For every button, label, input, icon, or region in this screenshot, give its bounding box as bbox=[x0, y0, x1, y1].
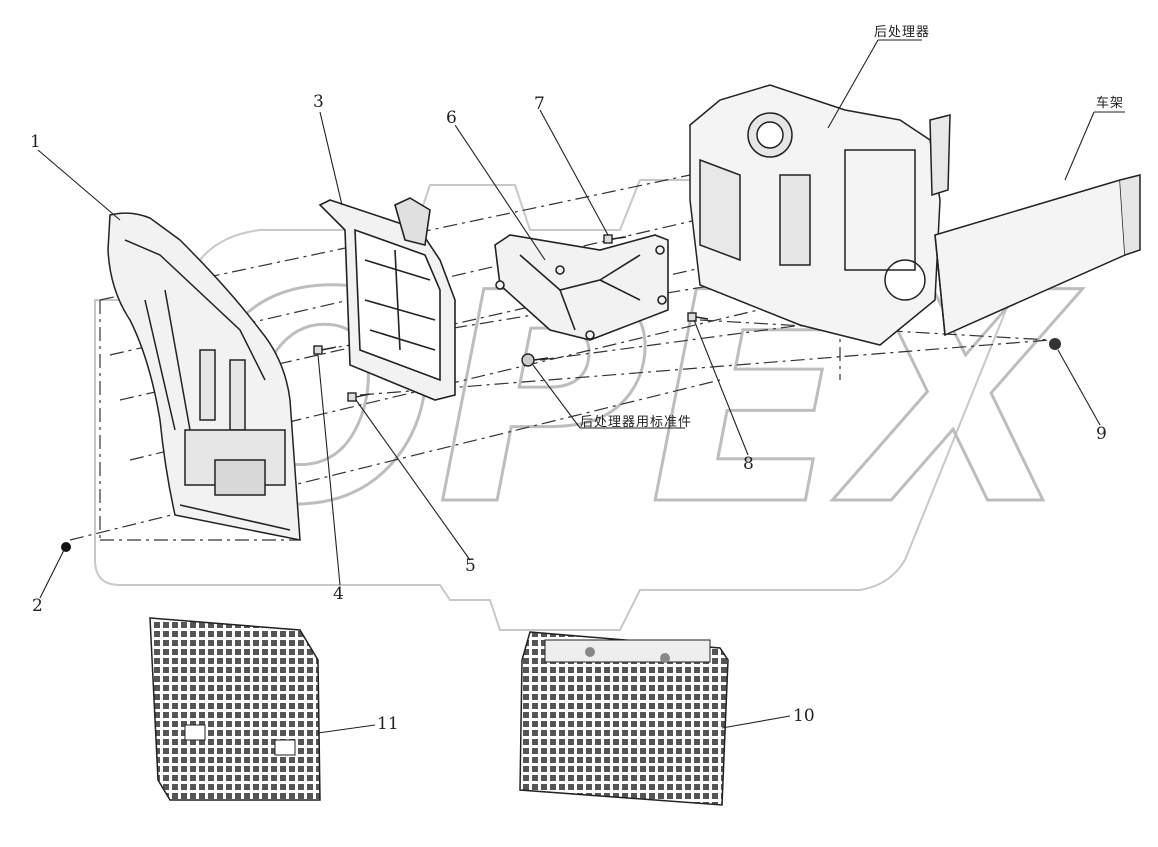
part-2-nut bbox=[61, 542, 71, 552]
callout-4: 4 bbox=[333, 584, 344, 604]
part-5-bolt bbox=[347, 392, 371, 402]
part-6-mount-bracket bbox=[494, 234, 669, 341]
callout-5: 5 bbox=[465, 556, 476, 576]
part-9-nut bbox=[1049, 338, 1061, 350]
callout-6: 6 bbox=[446, 108, 457, 128]
part-4-bolt bbox=[313, 345, 337, 355]
label-frame: 车架 bbox=[1096, 96, 1125, 111]
callout-1: 1 bbox=[30, 132, 41, 152]
part-10-mesh-panel bbox=[519, 631, 729, 806]
label-standard-parts: 后处理器用标准件 bbox=[580, 415, 693, 430]
part-1-fender bbox=[107, 212, 301, 541]
callout-3: 3 bbox=[313, 92, 324, 112]
callout-2: 2 bbox=[32, 596, 43, 616]
callout-11: 11 bbox=[377, 714, 399, 734]
frame-rail bbox=[934, 174, 1141, 337]
callout-9: 9 bbox=[1096, 424, 1107, 444]
part-3-bracket bbox=[318, 197, 456, 401]
callout-8: 8 bbox=[743, 454, 754, 474]
part-11-mesh-panel bbox=[149, 617, 321, 801]
standard-part-nut bbox=[521, 353, 549, 367]
aftertreatment-unit bbox=[689, 84, 951, 346]
part-8-bolt bbox=[687, 312, 709, 322]
callout-10: 10 bbox=[793, 706, 815, 726]
leader-lines bbox=[37, 39, 1125, 734]
label-aftertreatment: 后处理器 bbox=[874, 25, 931, 40]
callout-7: 7 bbox=[534, 94, 545, 114]
